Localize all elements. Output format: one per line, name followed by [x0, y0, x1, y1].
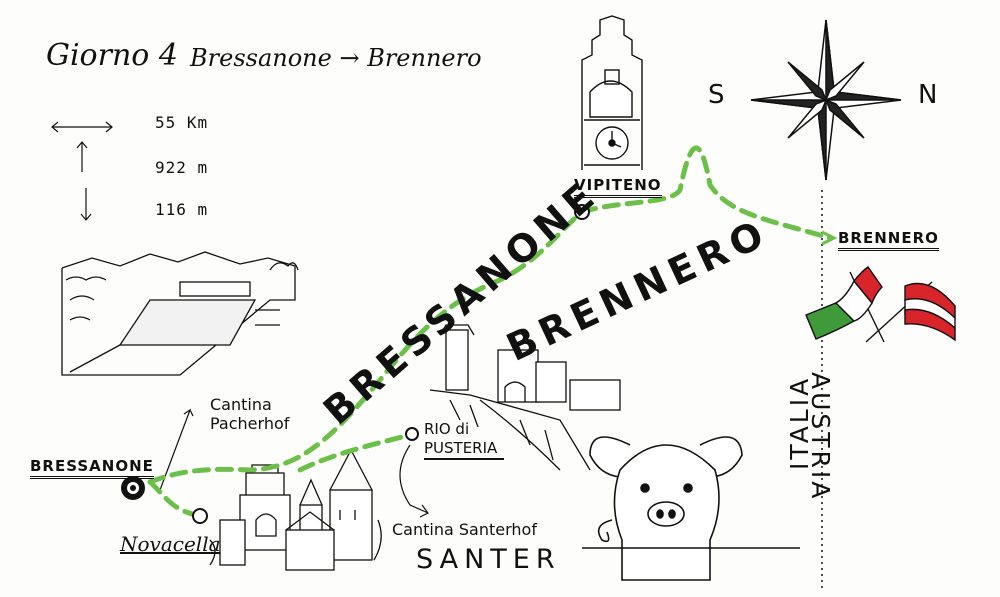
fortress-sketch [429, 324, 621, 471]
label-novacella: Novacella [120, 532, 221, 556]
label-cantina-santerhof: Cantina Santerhof [392, 520, 537, 539]
castle-sketch [209, 448, 382, 571]
novacella-marker [192, 508, 208, 524]
pacherhof-pointer [159, 408, 194, 491]
compass-right-letter: N [918, 80, 938, 110]
label-vipiteno: VIPITENO [574, 176, 662, 198]
ascent-arrow-icon [76, 141, 88, 172]
label-rio-di-pusteria: RIO di PUSTERIA [424, 420, 504, 460]
day-title: Giorno 4 [46, 38, 178, 73]
label-santer: SANTER [416, 544, 561, 575]
compass-left-letter: S [708, 80, 725, 110]
compass-rose-icon [750, 19, 902, 181]
flags-icon [805, 266, 956, 343]
label-cantina-pacherhof: Cantina Pacherhof [210, 395, 290, 433]
rio-marker [405, 427, 419, 441]
descent-arrow-icon [80, 188, 92, 221]
descent-value: 116 m [155, 200, 209, 219]
label-bressanone: BRESSANONE [30, 457, 154, 479]
distance-arrow-icon [51, 121, 113, 133]
distance-value: 55 Km [155, 113, 209, 132]
pig-sketch [582, 436, 800, 581]
route-title: Bressanone → Brennero [190, 44, 482, 72]
ascent-value: 922 m [155, 158, 209, 177]
label-italia: ITALIA [785, 375, 814, 470]
label-brennero: BRENNERO [838, 229, 939, 251]
pool-villa-sketch [61, 251, 299, 376]
santerhof-pointer [399, 444, 429, 518]
vipiteno-marker [574, 204, 590, 220]
clock-tower-sketch [581, 15, 643, 170]
